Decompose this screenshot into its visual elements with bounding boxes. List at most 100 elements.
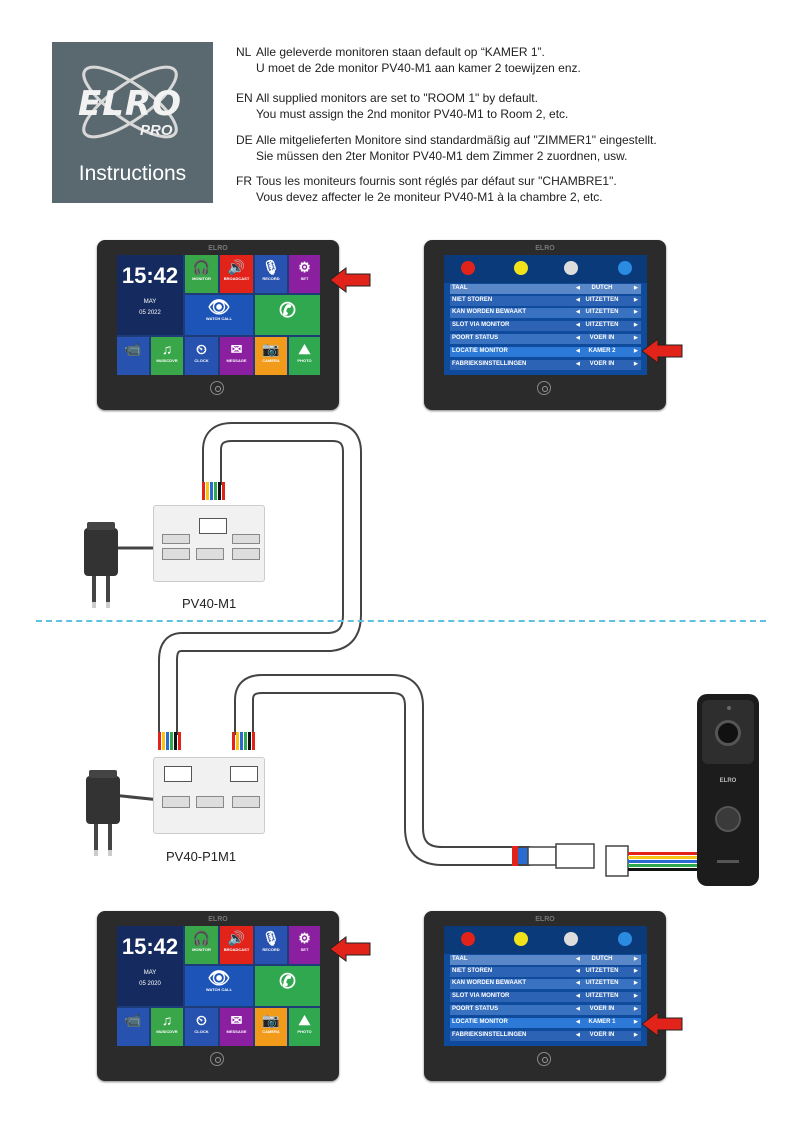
video-icon[interactable]	[514, 261, 528, 275]
settings-row[interactable]: TAAL◀DUTCH▶	[450, 284, 641, 294]
clock-icon: ⏲	[196, 341, 207, 357]
device-label: PV40-M1	[182, 596, 237, 611]
music-note-icon: ♫	[161, 1012, 173, 1028]
monitor-bottom-home: ELRO 15:42 MAY 05 2020 🎧MONITOR 🔊BROADCA…	[97, 911, 339, 1081]
red-arrow-icon	[642, 1011, 683, 1037]
settings-row[interactable]: POORT STATUS◀VOER IN▶	[450, 1005, 641, 1015]
home-button[interactable]	[210, 1052, 224, 1066]
call-button[interactable]	[715, 806, 741, 832]
terminal-block	[196, 548, 224, 560]
tile-monitor[interactable]: 🎧MONITOR	[185, 255, 218, 293]
red-arrow-icon	[330, 267, 371, 293]
home-button[interactable]	[537, 1052, 551, 1066]
microphone-icon: 🎙	[262, 259, 280, 275]
monitor-top-home: ELRO 15:42 MAY 05 2022 🎧MONITOR 🔊BROADCA…	[97, 240, 339, 410]
gear-icon[interactable]	[461, 932, 475, 946]
tile-broadcast[interactable]: 🔊BROADCAST	[220, 926, 253, 964]
lang-line: Vous devez affecter le 2e moniteur PV40-…	[256, 190, 603, 204]
device-label: PV40-P1M1	[166, 849, 237, 864]
tile-message[interactable]: ✉MESSAGE	[220, 1008, 253, 1046]
tile-video[interactable]: 📹	[117, 337, 149, 375]
settings-row[interactable]: POORT STATUS◀VOER IN▶	[450, 334, 641, 344]
clock-widget: 15:42 MAY 05 2022	[117, 255, 183, 335]
home-screen: 15:42 MAY 05 2020 🎧MONITOR 🔊BROADCAST 🎙R…	[117, 926, 320, 1046]
tile-phone[interactable]: ✆	[255, 966, 320, 1006]
wire-leads-top	[202, 482, 225, 500]
settings-row[interactable]: NIET STOREN◀UITZETTEN▶	[450, 967, 641, 977]
settings-row[interactable]: FABRIEKSINSTELLINGEN◀VOER IN▶	[450, 360, 641, 370]
monitor-bottom-settings: ELRO TAAL◀DUTCH▶ NIET STOREN◀UITZETTEN▶ …	[424, 911, 666, 1081]
speaker-icon: 🔊	[227, 930, 246, 946]
gear-icon: ⚙	[298, 259, 311, 275]
terminal-block	[162, 534, 190, 544]
monitor-brand: ELRO	[535, 916, 555, 923]
gear-icon[interactable]	[461, 261, 475, 275]
lang-line: Alle mitgelieferten Monitore sind standa…	[256, 133, 657, 147]
tile-record[interactable]: 🎙RECORD	[255, 255, 287, 293]
eye-icon: 👁	[207, 968, 231, 988]
power-adapter-icon	[84, 522, 118, 608]
clock-month: MAY	[143, 299, 157, 305]
terminal-block	[162, 548, 190, 560]
settings-row[interactable]: SLOT VIA MONITOR◀UITZETTEN▶	[450, 992, 641, 1002]
instructions-caption: Instructions	[78, 162, 187, 185]
lang-line: You must assign the 2nd monitor PV40-M1 …	[256, 107, 569, 121]
video-icon[interactable]	[514, 932, 528, 946]
monitor-top-settings: ELRO TAAL◀DUTCH▶ NIET STOREN◀UITZETTEN▶ …	[424, 240, 666, 410]
tile-clock[interactable]: ⏲CLOCK	[185, 1008, 218, 1046]
intercom-icon[interactable]	[564, 932, 578, 946]
bell-icon[interactable]	[618, 932, 632, 946]
tile-camera[interactable]: 📷CAMERA	[255, 337, 287, 375]
terminal-block	[232, 796, 260, 808]
tile-clock[interactable]: ⏲CLOCK	[185, 337, 218, 375]
tile-watch-call[interactable]: 👁WATCH CALL	[185, 295, 253, 335]
home-button[interactable]	[537, 381, 551, 395]
wire-leads-bottom-left	[158, 732, 181, 750]
settings-row-location[interactable]: LOCATIE MONITOR◀KAMER 1▶	[450, 1018, 641, 1028]
microphone-icon: 🎙	[262, 930, 280, 946]
bell-icon[interactable]	[618, 261, 632, 275]
tile-set[interactable]: ⚙SET	[289, 926, 320, 964]
tile-photo[interactable]: ⛰PHOTO	[289, 337, 320, 375]
settings-row[interactable]: KAN WORDEN BEWAAKT◀UITZETTEN▶	[450, 979, 641, 989]
tile-video[interactable]: 📹	[117, 1008, 149, 1046]
settings-row[interactable]: FABRIEKSINSTELLINGEN◀VOER IN▶	[450, 1031, 641, 1041]
tile-camera[interactable]: 📷CAMERA	[255, 1008, 287, 1046]
clock-time: 15:42	[121, 934, 179, 959]
clock-time: 15:42	[121, 263, 179, 288]
tile-watch-call[interactable]: 👁WATCH CALL	[185, 966, 253, 1006]
tile-photo[interactable]: ⛰PHOTO	[289, 1008, 320, 1046]
intercom-icon[interactable]	[564, 261, 578, 275]
settings-row-location[interactable]: LOCATIE MONITOR◀KAMER 2▶	[450, 347, 641, 357]
junction-box-pv40-p1m1	[153, 757, 265, 834]
sensor-dot	[727, 706, 731, 710]
tile-message[interactable]: ✉MESSAGE	[220, 337, 253, 375]
tile-music[interactable]: ♫MUSICDVR	[151, 1008, 183, 1046]
tile-phone[interactable]: ✆	[255, 295, 320, 335]
tile-monitor[interactable]: 🎧MONITOR	[185, 926, 218, 964]
settings-row[interactable]: SLOT VIA MONITOR◀UITZETTEN▶	[450, 321, 641, 331]
doorbell-brand: ELRO	[719, 778, 737, 784]
monitor-brand: ELRO	[208, 916, 228, 923]
lang-line: U moet de 2de monitor PV40-M1 aan kamer …	[256, 61, 581, 75]
tile-music[interactable]: ♫MUSICDVR	[151, 337, 183, 375]
home-button[interactable]	[210, 381, 224, 395]
tile-record[interactable]: 🎙RECORD	[255, 926, 287, 964]
red-arrow-icon	[642, 338, 683, 364]
atom-orbit-icon	[82, 65, 178, 139]
power-adapter-icon	[86, 770, 120, 856]
tile-set[interactable]: ⚙SET	[289, 255, 320, 293]
speaker-icon: 🔊	[227, 259, 246, 275]
settings-row[interactable]: TAAL◀DUTCH▶	[450, 955, 641, 965]
music-note-icon: ♫	[161, 341, 173, 357]
lang-code: EN	[236, 91, 253, 105]
tile-broadcast[interactable]: 🔊BROADCAST	[220, 255, 253, 293]
settings-row[interactable]: KAN WORDEN BEWAAKT◀UITZETTEN▶	[450, 308, 641, 318]
camera-icon: 📷	[262, 1012, 280, 1028]
mountain-photo-icon: ⛰	[298, 341, 311, 357]
settings-row[interactable]: NIET STOREN◀UITZETTEN▶	[450, 296, 641, 306]
lang-line: All supplied monitors are set to "ROOM 1…	[256, 91, 538, 105]
terminal-block	[232, 534, 260, 544]
settings-screen: TAAL◀DUTCH▶ NIET STOREN◀UITZETTEN▶ KAN W…	[444, 926, 647, 1046]
